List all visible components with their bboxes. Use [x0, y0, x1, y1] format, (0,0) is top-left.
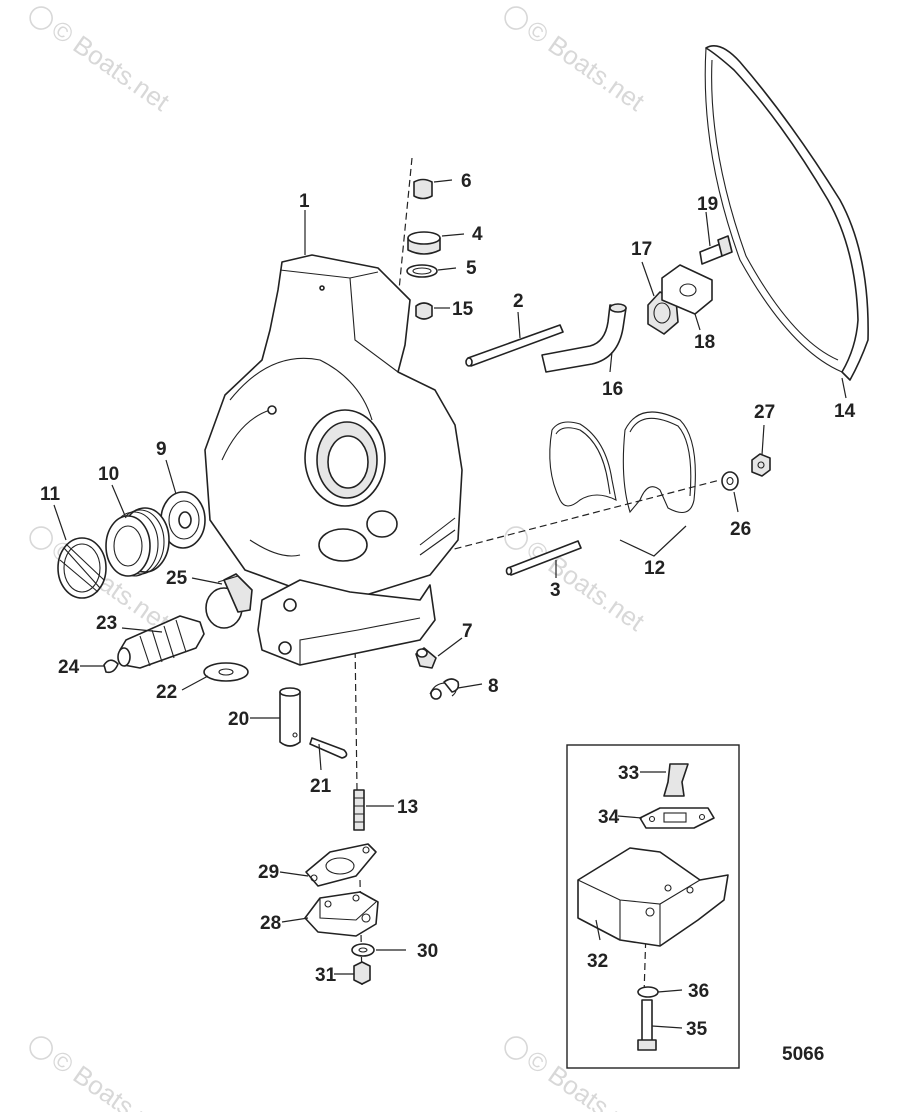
inset-box: [566, 744, 740, 1069]
figure-number: 5066: [782, 1044, 824, 1065]
callout-27: 27: [754, 402, 775, 423]
part-31-nut: [353, 961, 371, 985]
part-4-bushing: [407, 231, 441, 255]
part-19-bolt: [699, 235, 733, 265]
part-12-wire-gaskets: [549, 411, 696, 514]
axis-vertical-center: [354, 639, 358, 791]
callout-33: 33: [618, 763, 639, 784]
housing: [204, 254, 463, 666]
callout-9: 9: [156, 439, 167, 460]
svg-text:© Boats.net: © Boats.net: [46, 14, 175, 117]
part-5-seal: [406, 264, 438, 278]
part-18-flange-plate: [661, 264, 713, 315]
callout-5: 5: [466, 258, 477, 279]
svg-text:© Boats.net: © Boats.net: [46, 1044, 175, 1112]
part-8-clip: [429, 678, 460, 700]
part-35-bolt: [637, 999, 657, 1051]
callout-36: 36: [688, 981, 709, 1002]
part-29-gasket: [305, 843, 377, 887]
part-30-washer: [351, 943, 375, 957]
part-26-washer: [721, 471, 739, 491]
part-32-deflector: [577, 847, 729, 947]
callout-19: 19: [697, 194, 718, 215]
part-14-large-gasket: [704, 45, 869, 381]
part-2-tube: [465, 324, 564, 367]
callout-8: 8: [488, 676, 499, 697]
callout-6: 6: [461, 171, 472, 192]
watermark-top-left: © Boats.net: [29, 6, 176, 117]
callout-2: 2: [513, 291, 524, 312]
callout-4: 4: [472, 224, 483, 245]
callout-31: 31: [315, 965, 337, 986]
part-25-clamp: [205, 573, 253, 629]
part-16-hose-end: [609, 303, 627, 313]
part-23-bellows-boot: [117, 615, 205, 669]
callout-30: 30: [417, 941, 438, 962]
watermark-top-center: © Boats.net: [504, 6, 651, 117]
callout-3: 3: [550, 580, 561, 601]
watermark-bottom-left: © Boats.net: [29, 1036, 176, 1112]
watermark-bottom-center: © Boats.net: [504, 1036, 651, 1112]
part-27-nut: [751, 453, 771, 477]
part-7-fitting: [415, 647, 437, 669]
callout-18: 18: [694, 332, 715, 353]
part-10-bellows-ring: [105, 507, 170, 577]
callout-35: 35: [686, 1019, 708, 1040]
callout-12: 12: [644, 558, 665, 579]
callout-21: 21: [310, 776, 332, 797]
part-21-cotter-pin: [309, 737, 348, 759]
part-13-stud: [353, 789, 365, 831]
callout-13: 13: [397, 797, 418, 818]
callout-15: 15: [452, 299, 474, 320]
svg-text:© Boats.net: © Boats.net: [521, 534, 650, 637]
part-3-pin: [505, 540, 582, 576]
callout-14: 14: [834, 401, 856, 422]
callout-11: 11: [40, 484, 61, 505]
callout-34: 34: [598, 807, 620, 828]
part-11-clamp-ring: [57, 537, 107, 599]
leader-lines: [53, 179, 847, 1029]
part-33-plug: [663, 763, 689, 797]
part-36-washer: [637, 986, 659, 998]
callout-10: 10: [98, 464, 119, 485]
axis-right-pins: [411, 479, 721, 561]
svg-text:© Boats.net: © Boats.net: [521, 14, 650, 117]
part-6-cap: [413, 178, 433, 200]
part-20-pivot-pin: [279, 687, 301, 747]
callout-24: 24: [58, 657, 80, 678]
callout-22: 22: [156, 682, 177, 703]
part-22-washer-plate: [203, 662, 249, 682]
callout-25: 25: [166, 568, 188, 589]
watermark-mid-center: © Boats.net: [504, 526, 651, 637]
part-24-clip: [103, 659, 119, 674]
callout-28: 28: [260, 913, 281, 934]
callout-20: 20: [228, 709, 249, 730]
callout-17: 17: [631, 239, 652, 260]
part-16-elbow-hose: [541, 304, 627, 373]
callout-29: 29: [258, 862, 279, 883]
callout-16: 16: [602, 379, 623, 400]
part-34-gasket: [639, 807, 715, 829]
callout-23: 23: [96, 613, 117, 634]
callout-32: 32: [587, 951, 608, 972]
part-15-plug: [415, 302, 433, 320]
callout-26: 26: [730, 519, 751, 540]
svg-text:© Boats.net: © Boats.net: [521, 1044, 650, 1112]
callout-1: 1: [299, 191, 310, 212]
part-28-cover: [304, 891, 379, 937]
callout-7: 7: [462, 621, 473, 642]
